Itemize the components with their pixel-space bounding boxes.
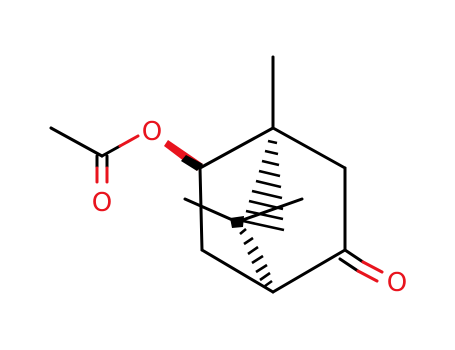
atom-label-ketone-oxygen: O (387, 268, 407, 298)
bond-c7-methyl-left (183, 197, 239, 224)
bond-c7-methyl-right (235, 197, 304, 224)
bond-c1-c6 (271, 126, 347, 170)
bond-ketone-b (338, 257, 360, 273)
bond-carbonyl-ester-o (100, 144, 122, 158)
bond-c2-c1 (198, 126, 275, 170)
bond-ketone-b-red (356, 269, 379, 283)
wedge-bond-ester-base (181, 155, 203, 171)
bond-carbonyl-ester-o-red (118, 134, 140, 148)
atom-label-ester-oxygen: O (142, 117, 162, 147)
bridge-carbon-dot (230, 216, 244, 228)
bond-c5-c4 (271, 248, 347, 294)
bond-methyl-carbonyl (49, 126, 104, 158)
bond-ketone-a (343, 248, 365, 264)
bond-c3-c2 (198, 166, 204, 252)
atom-label-acetyl-carbonyl-oxygen: O (92, 188, 112, 218)
acetyl-group (49, 126, 140, 184)
ring-bonds (183, 55, 384, 294)
hashed-bond-upper (242, 139, 285, 232)
hashed-bond-lower (239, 228, 273, 288)
bond-c4-c3 (200, 248, 275, 294)
bond-ketone-a-red (361, 260, 384, 274)
